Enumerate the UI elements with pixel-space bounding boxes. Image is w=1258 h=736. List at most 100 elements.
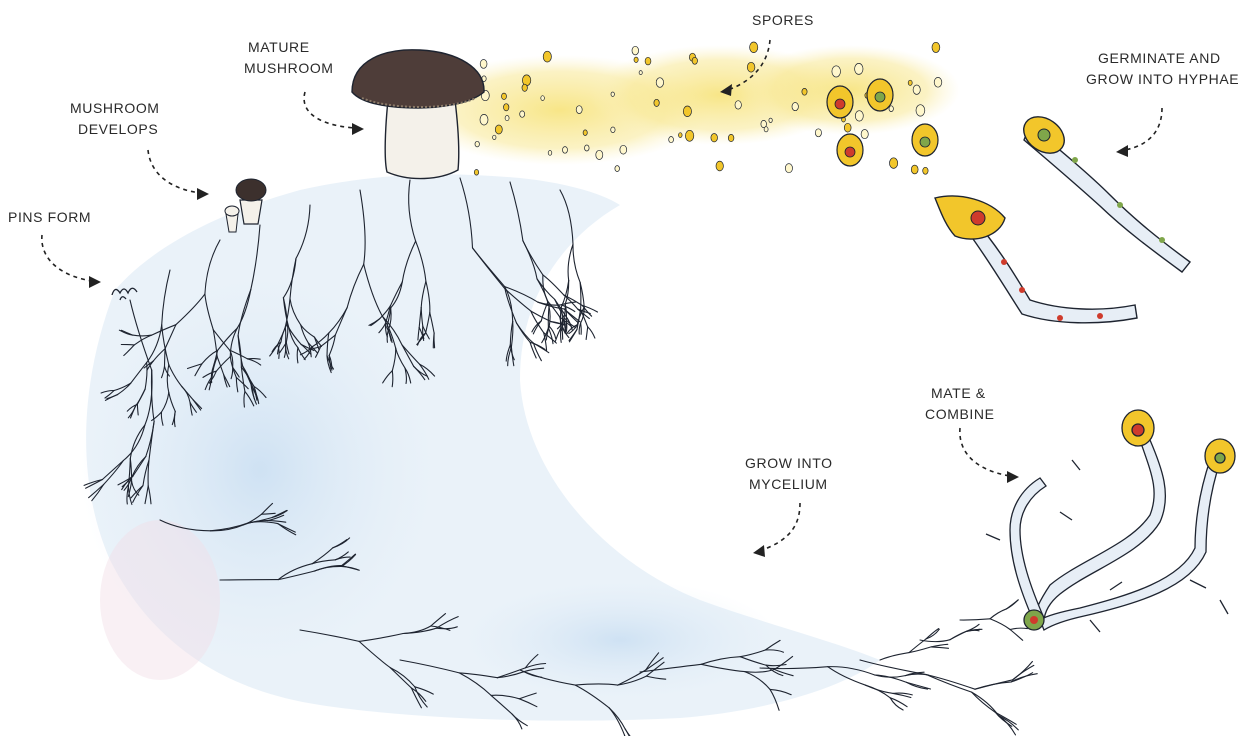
- mycelium-branch: [931, 647, 948, 648]
- spore-particle: [585, 145, 590, 151]
- spore-particle: [620, 145, 627, 154]
- label-grow-mycelium: GROW INTO MYCELIUM: [745, 453, 833, 495]
- spore-particle: [890, 158, 898, 169]
- spore-particle: [855, 111, 863, 121]
- spore-particle: [669, 137, 674, 143]
- label-mycelium-line1: GROW INTO: [745, 453, 833, 474]
- mycelium-branch: [434, 333, 435, 348]
- spore-particle: [504, 104, 509, 111]
- mycelium-branch: [960, 619, 990, 620]
- mycelium-branch: [579, 323, 580, 334]
- label-develops-line2: DEVELOPS: [70, 119, 160, 140]
- spore-particle: [911, 165, 918, 174]
- label-spores: SPORES: [752, 10, 814, 31]
- germinating-hyphae: [935, 109, 1190, 323]
- spore-particle: [716, 161, 723, 171]
- spore-particle: [750, 42, 758, 53]
- spore-particle: [916, 105, 925, 116]
- spore-particle: [908, 80, 912, 85]
- spore-particle: [792, 103, 798, 111]
- mycelium-branch: [569, 329, 577, 341]
- label-mycelium-line2: MYCELIUM: [745, 474, 833, 495]
- arrow-mate-combine: [960, 428, 1019, 483]
- mycelium-branch: [1010, 628, 1027, 629]
- mycelium-branch: [555, 328, 561, 342]
- mycelium-branch: [975, 680, 1013, 689]
- spore-particle: [493, 135, 496, 139]
- spore-particle: [645, 57, 651, 65]
- mycelium-branch: [549, 306, 550, 326]
- arrow-mushroom-develops: [148, 150, 209, 200]
- label-mate-line2: COMBINE: [925, 404, 995, 425]
- spore-cell: [837, 134, 863, 166]
- mycelium-branch: [990, 609, 1007, 619]
- mycelium-branch: [586, 327, 588, 340]
- spore-particle: [654, 99, 659, 106]
- mycelium-branch: [990, 619, 1010, 630]
- spore-particle: [861, 130, 868, 139]
- mycelium-branch: [165, 349, 166, 367]
- mycelium-mass: [80, 174, 1037, 736]
- label-develops-line1: MUSHROOM: [70, 98, 160, 119]
- mycelium-branch: [926, 675, 971, 693]
- spore-cell: [867, 79, 893, 111]
- spore-particle: [711, 134, 718, 142]
- spore-particle: [611, 127, 615, 133]
- spore-particle: [785, 164, 792, 173]
- spore-particle: [611, 92, 614, 96]
- arrow-mature-mushroom: [304, 92, 364, 135]
- mycelium-branch: [926, 629, 939, 639]
- spore-particle: [475, 141, 479, 147]
- spore-particle: [480, 60, 487, 69]
- mycelium-branch: [972, 692, 996, 712]
- spore-particle: [923, 167, 928, 174]
- label-germinate-line1: GERMINATE AND: [1086, 48, 1239, 69]
- spore-particle: [639, 71, 642, 75]
- spore-particle: [495, 125, 502, 134]
- mycelium-branch: [573, 244, 580, 282]
- mycelium-branch: [548, 306, 549, 328]
- mycelium-branch: [625, 729, 637, 736]
- spore-particle: [802, 88, 807, 95]
- spore-particle: [844, 123, 851, 132]
- spore-particle: [764, 127, 768, 132]
- spore-particle: [634, 57, 638, 62]
- spore-particle: [692, 57, 697, 64]
- label-mate-combine: MATE & COMBINE: [925, 383, 995, 425]
- spore-particle: [685, 130, 693, 141]
- spore-cell: [912, 124, 938, 156]
- spore-particle: [932, 42, 940, 52]
- mycelium-branch: [568, 244, 573, 280]
- spore-particle: [769, 118, 772, 122]
- arrow-pins-form: [42, 235, 101, 288]
- label-germinate: GERMINATE AND GROW INTO HYPHAE: [1086, 48, 1239, 90]
- mycelium-branch: [543, 275, 564, 295]
- spore-particle: [735, 101, 741, 109]
- label-pins-form: PINS FORM: [8, 207, 91, 228]
- spore-particle: [541, 96, 545, 101]
- spore-particle: [615, 166, 620, 172]
- spore-particle: [832, 66, 841, 77]
- label-mate-line1: MATE &: [925, 383, 995, 404]
- spore-particle: [679, 133, 683, 138]
- label-spores-text: SPORES: [752, 10, 814, 31]
- mycelium-wash-tail: [460, 580, 780, 700]
- mycelium-branch: [967, 630, 979, 631]
- mycelium-pink-wash: [100, 520, 220, 680]
- mycelium-branch: [860, 660, 926, 675]
- label-mushroom-develops: MUSHROOM DEVELOPS: [70, 98, 160, 140]
- label-mature-line2: MUSHROOM: [244, 58, 334, 79]
- spore-particle: [683, 106, 691, 117]
- mycelium-branch: [880, 653, 909, 660]
- mycelium-branch: [561, 305, 575, 312]
- mycelium-branch: [926, 675, 975, 690]
- mating-hyphae: [986, 410, 1235, 632]
- spore-cloud: [410, 42, 960, 175]
- spore-particle: [596, 150, 603, 159]
- spore-particle: [548, 151, 552, 156]
- arrow-germinate: [1116, 108, 1162, 157]
- mycelium-branch: [581, 323, 582, 334]
- mycelium-branch: [392, 371, 393, 387]
